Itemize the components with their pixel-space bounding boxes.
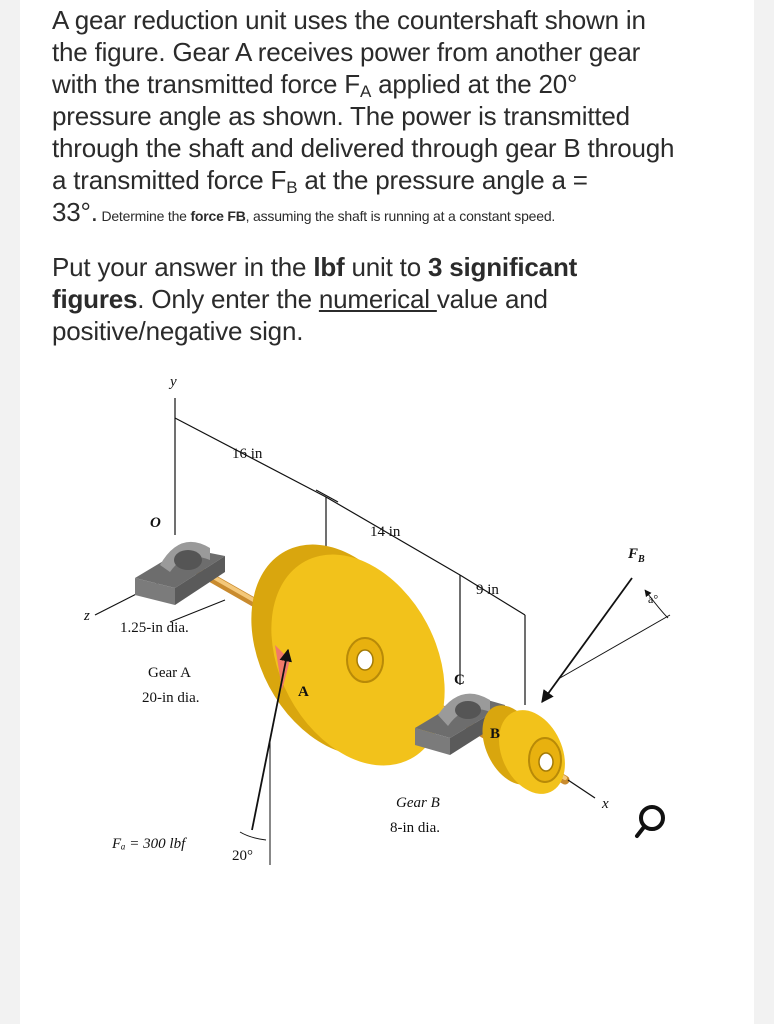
y-axis-label: y [170, 374, 177, 390]
gear-a-dia-label: 20-in dia. [142, 690, 200, 706]
x-axis-label: x [602, 796, 609, 812]
question-line-2: the figure. Gear A receives power from a… [52, 37, 641, 67]
question-line-5: through the shaft and delivered through … [52, 133, 675, 163]
angle-a-ref [559, 614, 671, 679]
gear-b [482, 705, 565, 794]
point-a-label: A [298, 684, 309, 700]
countershaft-figure: y z x O 16 in 14 in 9 in 1.25-in dia. Ge… [20, 360, 754, 880]
question-line-6: a transmitted force FB at the pressure a… [52, 165, 588, 197]
gear-b-name-label: Gear B [396, 795, 440, 811]
dim-16-label: 16 in [232, 446, 263, 462]
question-line-1: A gear reduction unit uses the countersh… [52, 5, 646, 35]
angle-a-arc [644, 589, 669, 619]
countershaft-diagram [94, 398, 671, 865]
search-icon [635, 805, 665, 838]
angle-20-label: 20° [232, 848, 253, 864]
dim-14-ext [325, 496, 461, 576]
dim-16-ext [174, 417, 327, 498]
angle-a-label: a° [648, 592, 659, 606]
point-c-label: C [454, 672, 465, 688]
dim-16-tick [315, 489, 339, 503]
force-b-label: FB [628, 546, 645, 565]
answer-instructions: Put your answer in the lbf unit to 3 sig… [52, 252, 578, 346]
x-axis-line [567, 779, 596, 799]
bearing-o [135, 541, 225, 605]
dim-14-label: 14 in [370, 524, 401, 540]
angle-20-arc [239, 831, 267, 841]
force-a-label: Fₐ = 300 lbf [112, 836, 186, 852]
page-card: A gear reduction unit uses the countersh… [20, 0, 754, 1024]
origin-label: O [150, 515, 161, 531]
point-b-label: B [490, 726, 501, 742]
gear-a-name-label: Gear A [148, 665, 191, 681]
question-line-4: pressure angle as shown. The power is tr… [52, 101, 630, 131]
z-axis-label: z [84, 608, 90, 624]
force-b-arrow [541, 577, 633, 704]
question-line-3: with the transmitted force FA applied at… [52, 69, 578, 101]
gear-b-dia-label: 8-in dia. [390, 820, 440, 836]
question-text: A gear reduction unit uses the countersh… [52, 4, 742, 228]
shaft-dia-label: 1.25-in dia. [120, 620, 189, 636]
question-line-7: 33°. Determine the force FB, assuming th… [52, 197, 556, 227]
gear-a [251, 544, 445, 766]
search-button[interactable] [632, 800, 676, 844]
shaft-dia-leader [169, 599, 226, 623]
dim-9-ext [459, 574, 526, 616]
dim-9-label: 9 in [476, 582, 499, 598]
